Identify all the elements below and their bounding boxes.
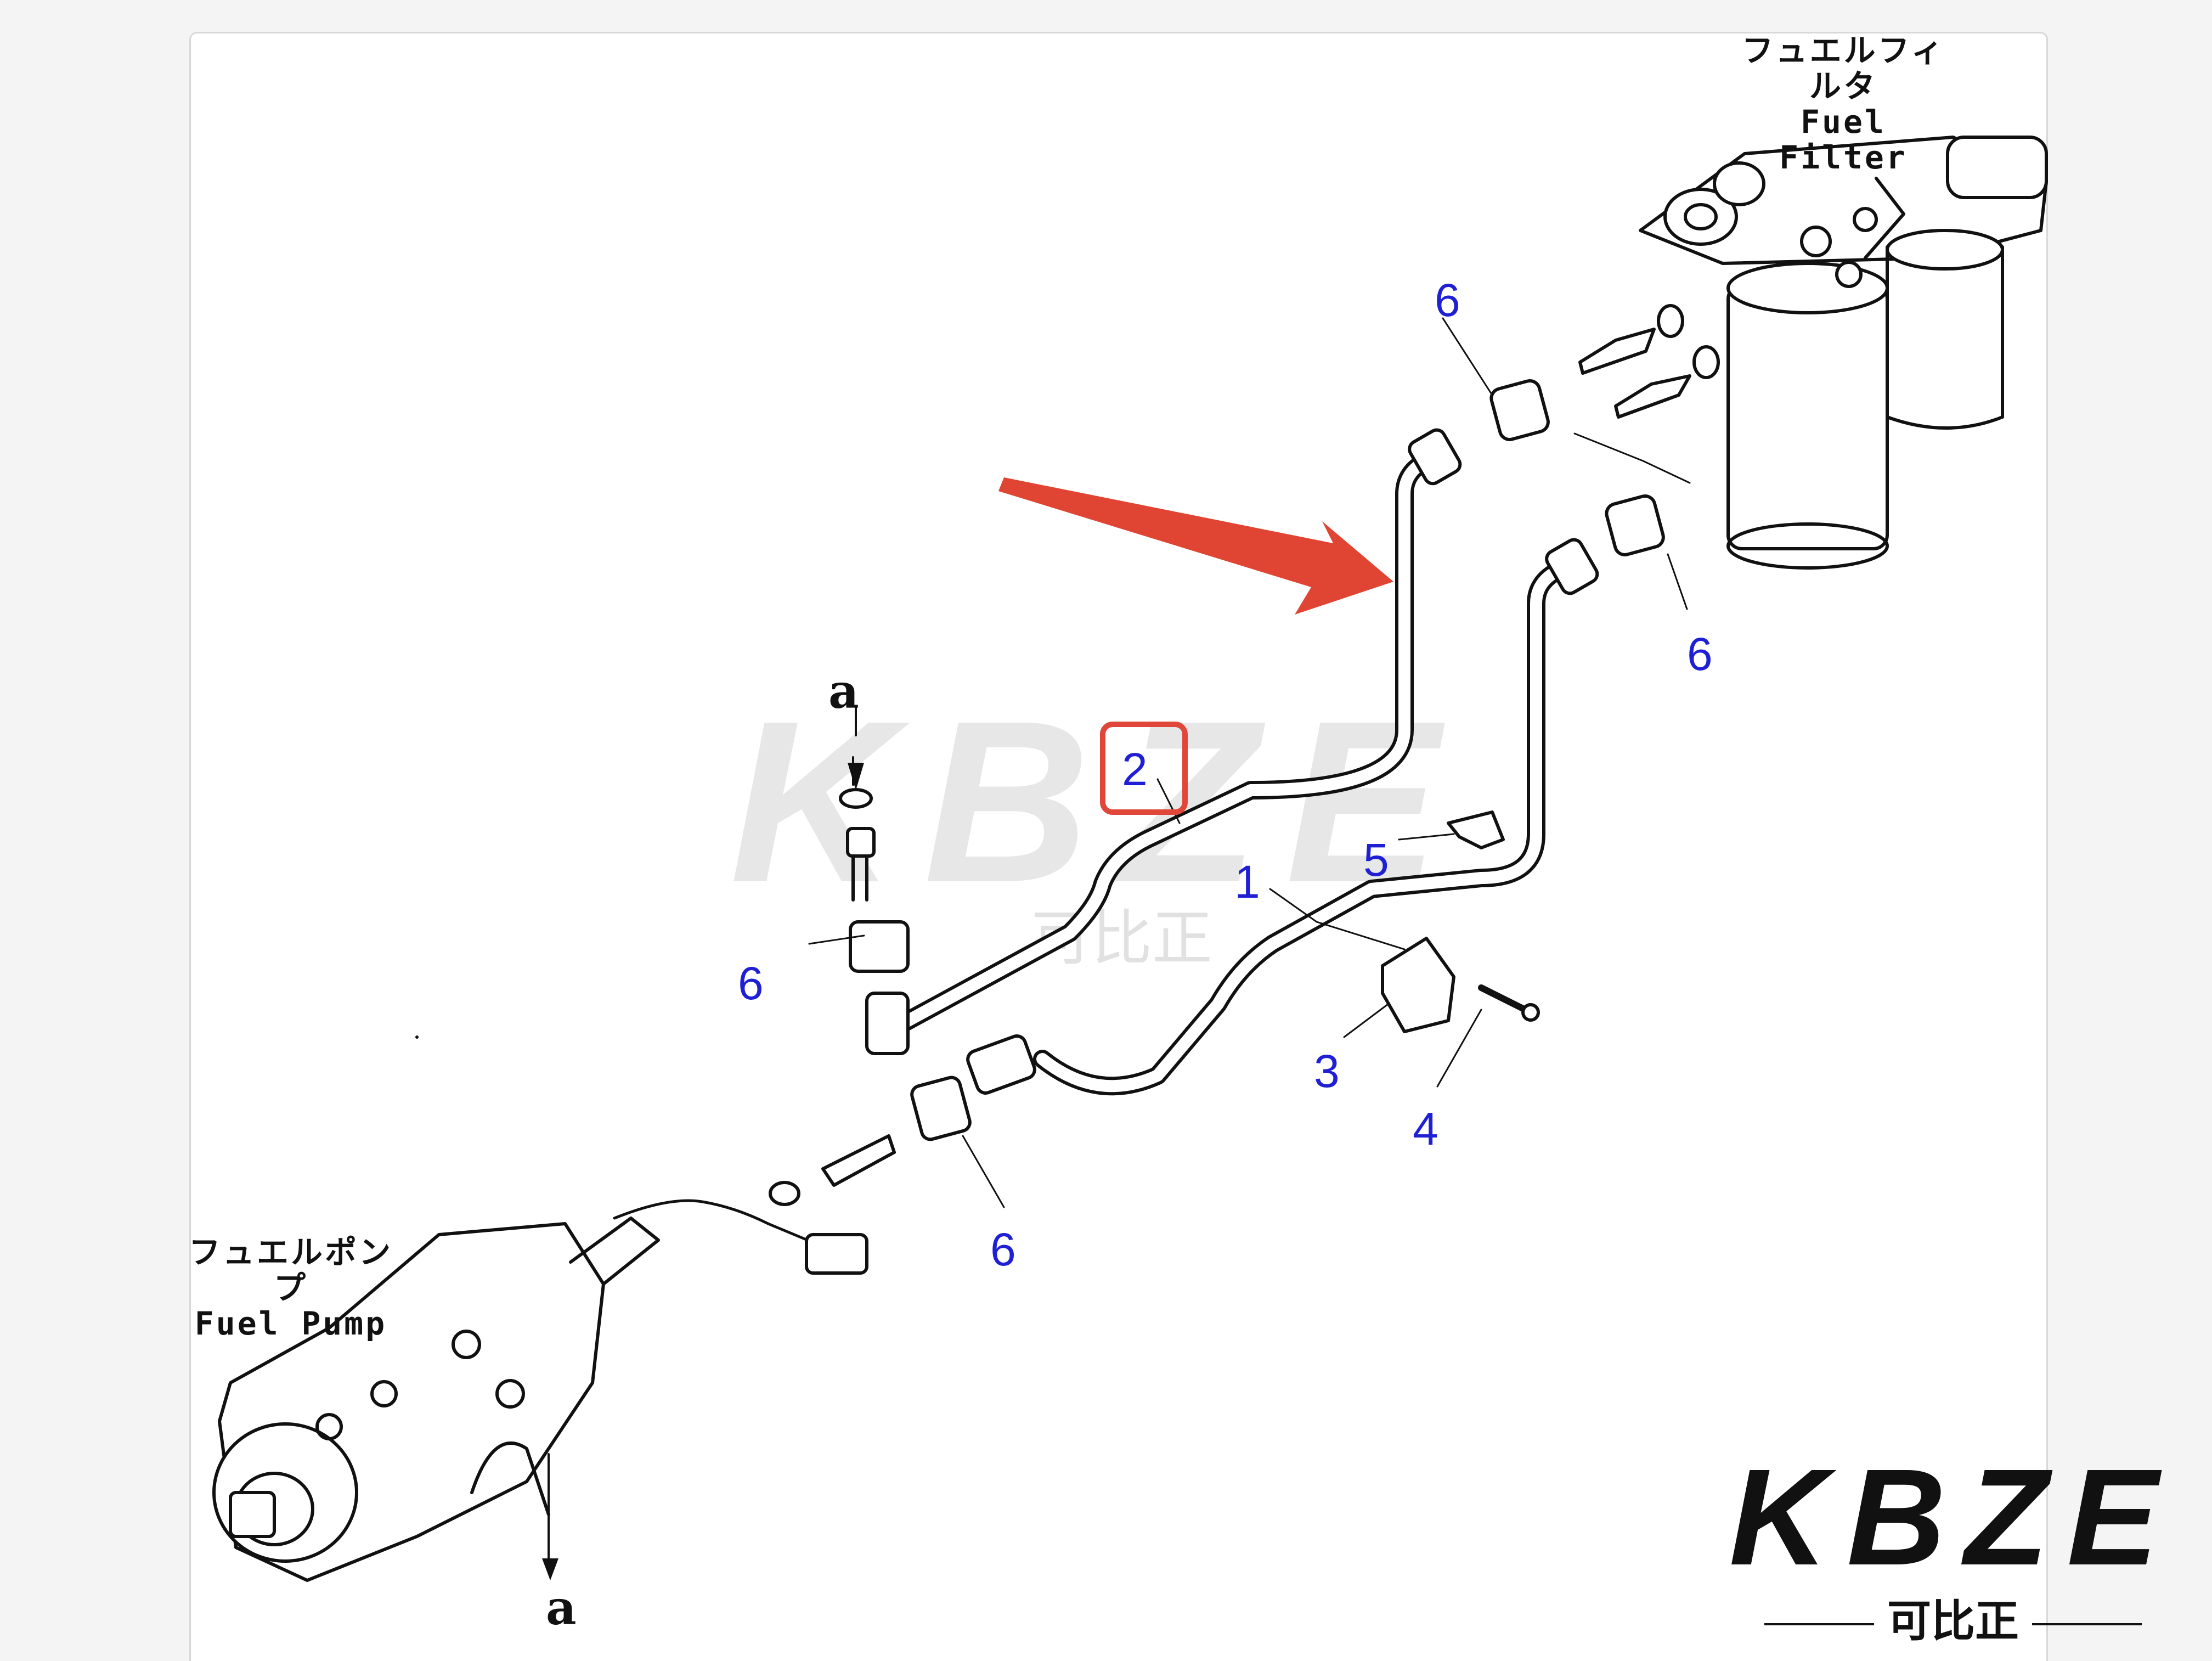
fuel-filter-label-jp: フュエルフィルタ bbox=[1741, 32, 1945, 105]
callout-5: 5 bbox=[1363, 834, 1389, 886]
sleeve-6d bbox=[910, 1076, 972, 1141]
red-pointer-arrow bbox=[998, 477, 1393, 615]
filter-fittings bbox=[1578, 304, 1720, 419]
callout-4: 4 bbox=[1413, 1103, 1438, 1155]
callout-1: 1 bbox=[1234, 856, 1260, 908]
brand-logo-text: KBZE bbox=[1729, 1440, 2177, 1594]
callout-3: 3 bbox=[1314, 1045, 1340, 1097]
tube-1-drawing bbox=[966, 538, 1599, 1096]
bolt-4 bbox=[1478, 984, 1528, 1013]
callout-6-left: 6 bbox=[738, 958, 764, 1009]
callout-6-right: 6 bbox=[1687, 628, 1713, 680]
callout-6-bottom: 6 bbox=[990, 1224, 1016, 1275]
bracket-3 bbox=[1381, 937, 1455, 1033]
callout-6-top: 6 bbox=[1435, 274, 1460, 326]
fuel-pump-label: フュエルポンプ Fuel Pump bbox=[181, 1235, 400, 1342]
sleeve-6c bbox=[849, 920, 910, 973]
fuel-pump-label-jp: フュエルポンプ bbox=[188, 1234, 393, 1307]
sleeve-6a bbox=[1489, 379, 1550, 441]
o-ring-top bbox=[839, 788, 873, 809]
ref-a-top: a bbox=[828, 664, 859, 719]
tube-2-drawing bbox=[415, 428, 1462, 1055]
fuel-filter-label: フュエルフィルタ Fuel Filter bbox=[1728, 33, 1959, 176]
brand-logo: KBZE 可比正 bbox=[1706, 1440, 2200, 1647]
sleeve-6b bbox=[1605, 494, 1665, 556]
clip-5 bbox=[1447, 810, 1505, 849]
brand-logo-sub: 可比正 bbox=[1706, 1586, 2200, 1649]
watermark-logo: KBZE bbox=[730, 673, 1467, 931]
o-ring-bottom bbox=[769, 1181, 800, 1206]
fuel-filter-label-en: Fuel Filter bbox=[1779, 103, 1908, 176]
banjo-bolt-bottom bbox=[821, 1134, 896, 1187]
fuel-filter-drawing bbox=[1639, 136, 2048, 570]
fuel-pump-label-en: Fuel Pump bbox=[194, 1304, 387, 1342]
highlight-box bbox=[1100, 722, 1188, 815]
fuel-pump-drawing bbox=[212, 1199, 868, 1582]
callout-2: 2 bbox=[1122, 744, 1148, 795]
ref-a-bottom: a bbox=[546, 1580, 577, 1636]
